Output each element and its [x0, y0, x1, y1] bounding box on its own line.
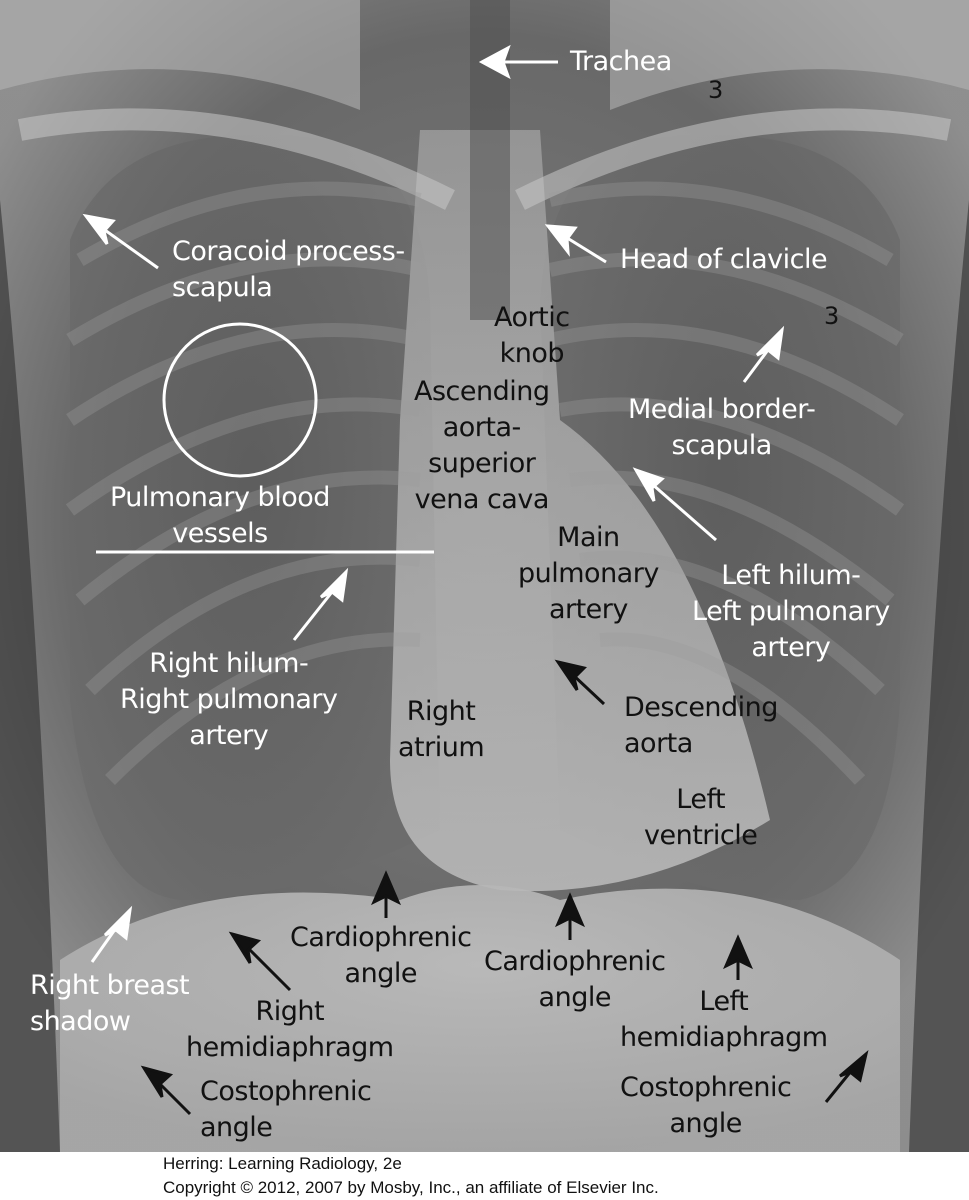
label-line: aorta-	[442, 412, 522, 443]
figure-caption: Herring: Learning Radiology, 2e Copyrigh…	[163, 1152, 659, 1200]
label-line: aorta	[624, 728, 693, 759]
label-line: artery	[189, 720, 269, 751]
marker-number-mid: 3	[824, 302, 839, 330]
label-line: Main	[557, 522, 620, 553]
label-main-pulmonary-artery: Main pulmonary artery	[518, 520, 659, 628]
label-line: superior	[428, 448, 536, 479]
label-line: hemidiaphragm	[186, 1032, 394, 1063]
label-trachea: Trachea	[570, 46, 672, 77]
label-line: Right breast	[30, 970, 190, 1001]
label-line: knob	[499, 338, 565, 369]
label-line: Costophrenic	[620, 1072, 792, 1103]
chest-xray-image	[0, 0, 969, 1152]
label-right-hilum: Right hilum- Right pulmonary artery	[120, 646, 338, 754]
label-cardiophrenic-angle-left: Cardiophrenic angle	[484, 944, 666, 1016]
label-left-hemidiaphragm: Left hemidiaphragm	[620, 984, 828, 1056]
label-line: angle	[538, 982, 612, 1013]
label-line: Right	[406, 696, 476, 727]
label-line: Coracoid process-	[172, 236, 405, 267]
label-line: scapula	[671, 430, 773, 461]
label-right-atrium: Right atrium	[398, 694, 485, 766]
label-line: Costophrenic	[200, 1076, 372, 1107]
label-line: Medial border-	[628, 394, 816, 425]
label-line: Aortic	[494, 302, 570, 333]
label-costophrenic-angle-left: Costophrenic angle	[620, 1070, 792, 1142]
label-pulmonary-blood-vessels: Pulmonary blood vessels	[110, 480, 330, 552]
label-line: Left hilum-	[721, 560, 861, 591]
label-cardiophrenic-angle-right: Cardiophrenic angle	[290, 920, 472, 992]
label-left-hilum: Left hilum- Left pulmonary artery	[692, 558, 890, 666]
label-line: angle	[344, 958, 418, 989]
label-line: atrium	[398, 732, 485, 763]
label-line: Left	[676, 784, 726, 815]
label-line: scapula	[172, 272, 273, 303]
label-right-breast-shadow: Right breast shadow	[30, 968, 190, 1040]
label-line: Cardiophrenic	[484, 946, 666, 977]
label-line: shadow	[30, 1006, 131, 1037]
label-line: vena cava	[414, 484, 550, 515]
label-line: vessels	[172, 518, 268, 549]
marker-number-top: 3	[708, 76, 723, 104]
label-right-hemidiaphragm: Right hemidiaphragm	[186, 994, 394, 1066]
label-coracoid-process: Coracoid process- scapula	[172, 234, 405, 306]
label-line: Descending	[624, 692, 778, 723]
label-line: Ascending	[414, 376, 550, 407]
label-aortic-knob: Aortic knob	[494, 300, 570, 372]
label-line: Right	[255, 996, 325, 1027]
label-line: angle	[669, 1108, 742, 1139]
label-line: ventricle	[644, 820, 758, 851]
label-left-ventricle: Left ventricle	[644, 782, 758, 854]
label-line: pulmonary	[518, 558, 659, 589]
label-line: Left	[699, 986, 749, 1017]
label-line: Right pulmonary	[120, 684, 338, 715]
caption-source: Herring: Learning Radiology, 2e	[163, 1154, 402, 1173]
label-medial-border-scapula: Medial border- scapula	[628, 392, 816, 464]
label-line: Cardiophrenic	[290, 922, 472, 953]
label-line: hemidiaphragm	[620, 1022, 828, 1053]
label-line: artery	[548, 594, 628, 625]
caption-copyright: Copyright © 2012, 2007 by Mosby, Inc., a…	[163, 1178, 659, 1197]
label-line: artery	[751, 632, 831, 663]
label-line: Right hilum-	[149, 648, 309, 679]
label-descending-aorta: Descending aorta	[624, 690, 778, 762]
label-line: Pulmonary blood	[110, 482, 330, 513]
label-line: Left pulmonary	[692, 596, 890, 627]
label-head-of-clavicle: Head of clavicle	[620, 244, 828, 275]
label-line: angle	[200, 1112, 273, 1143]
label-costophrenic-angle-right: Costophrenic angle	[200, 1074, 372, 1146]
label-ascending-aorta: Ascending aorta- superior vena cava	[414, 374, 550, 518]
